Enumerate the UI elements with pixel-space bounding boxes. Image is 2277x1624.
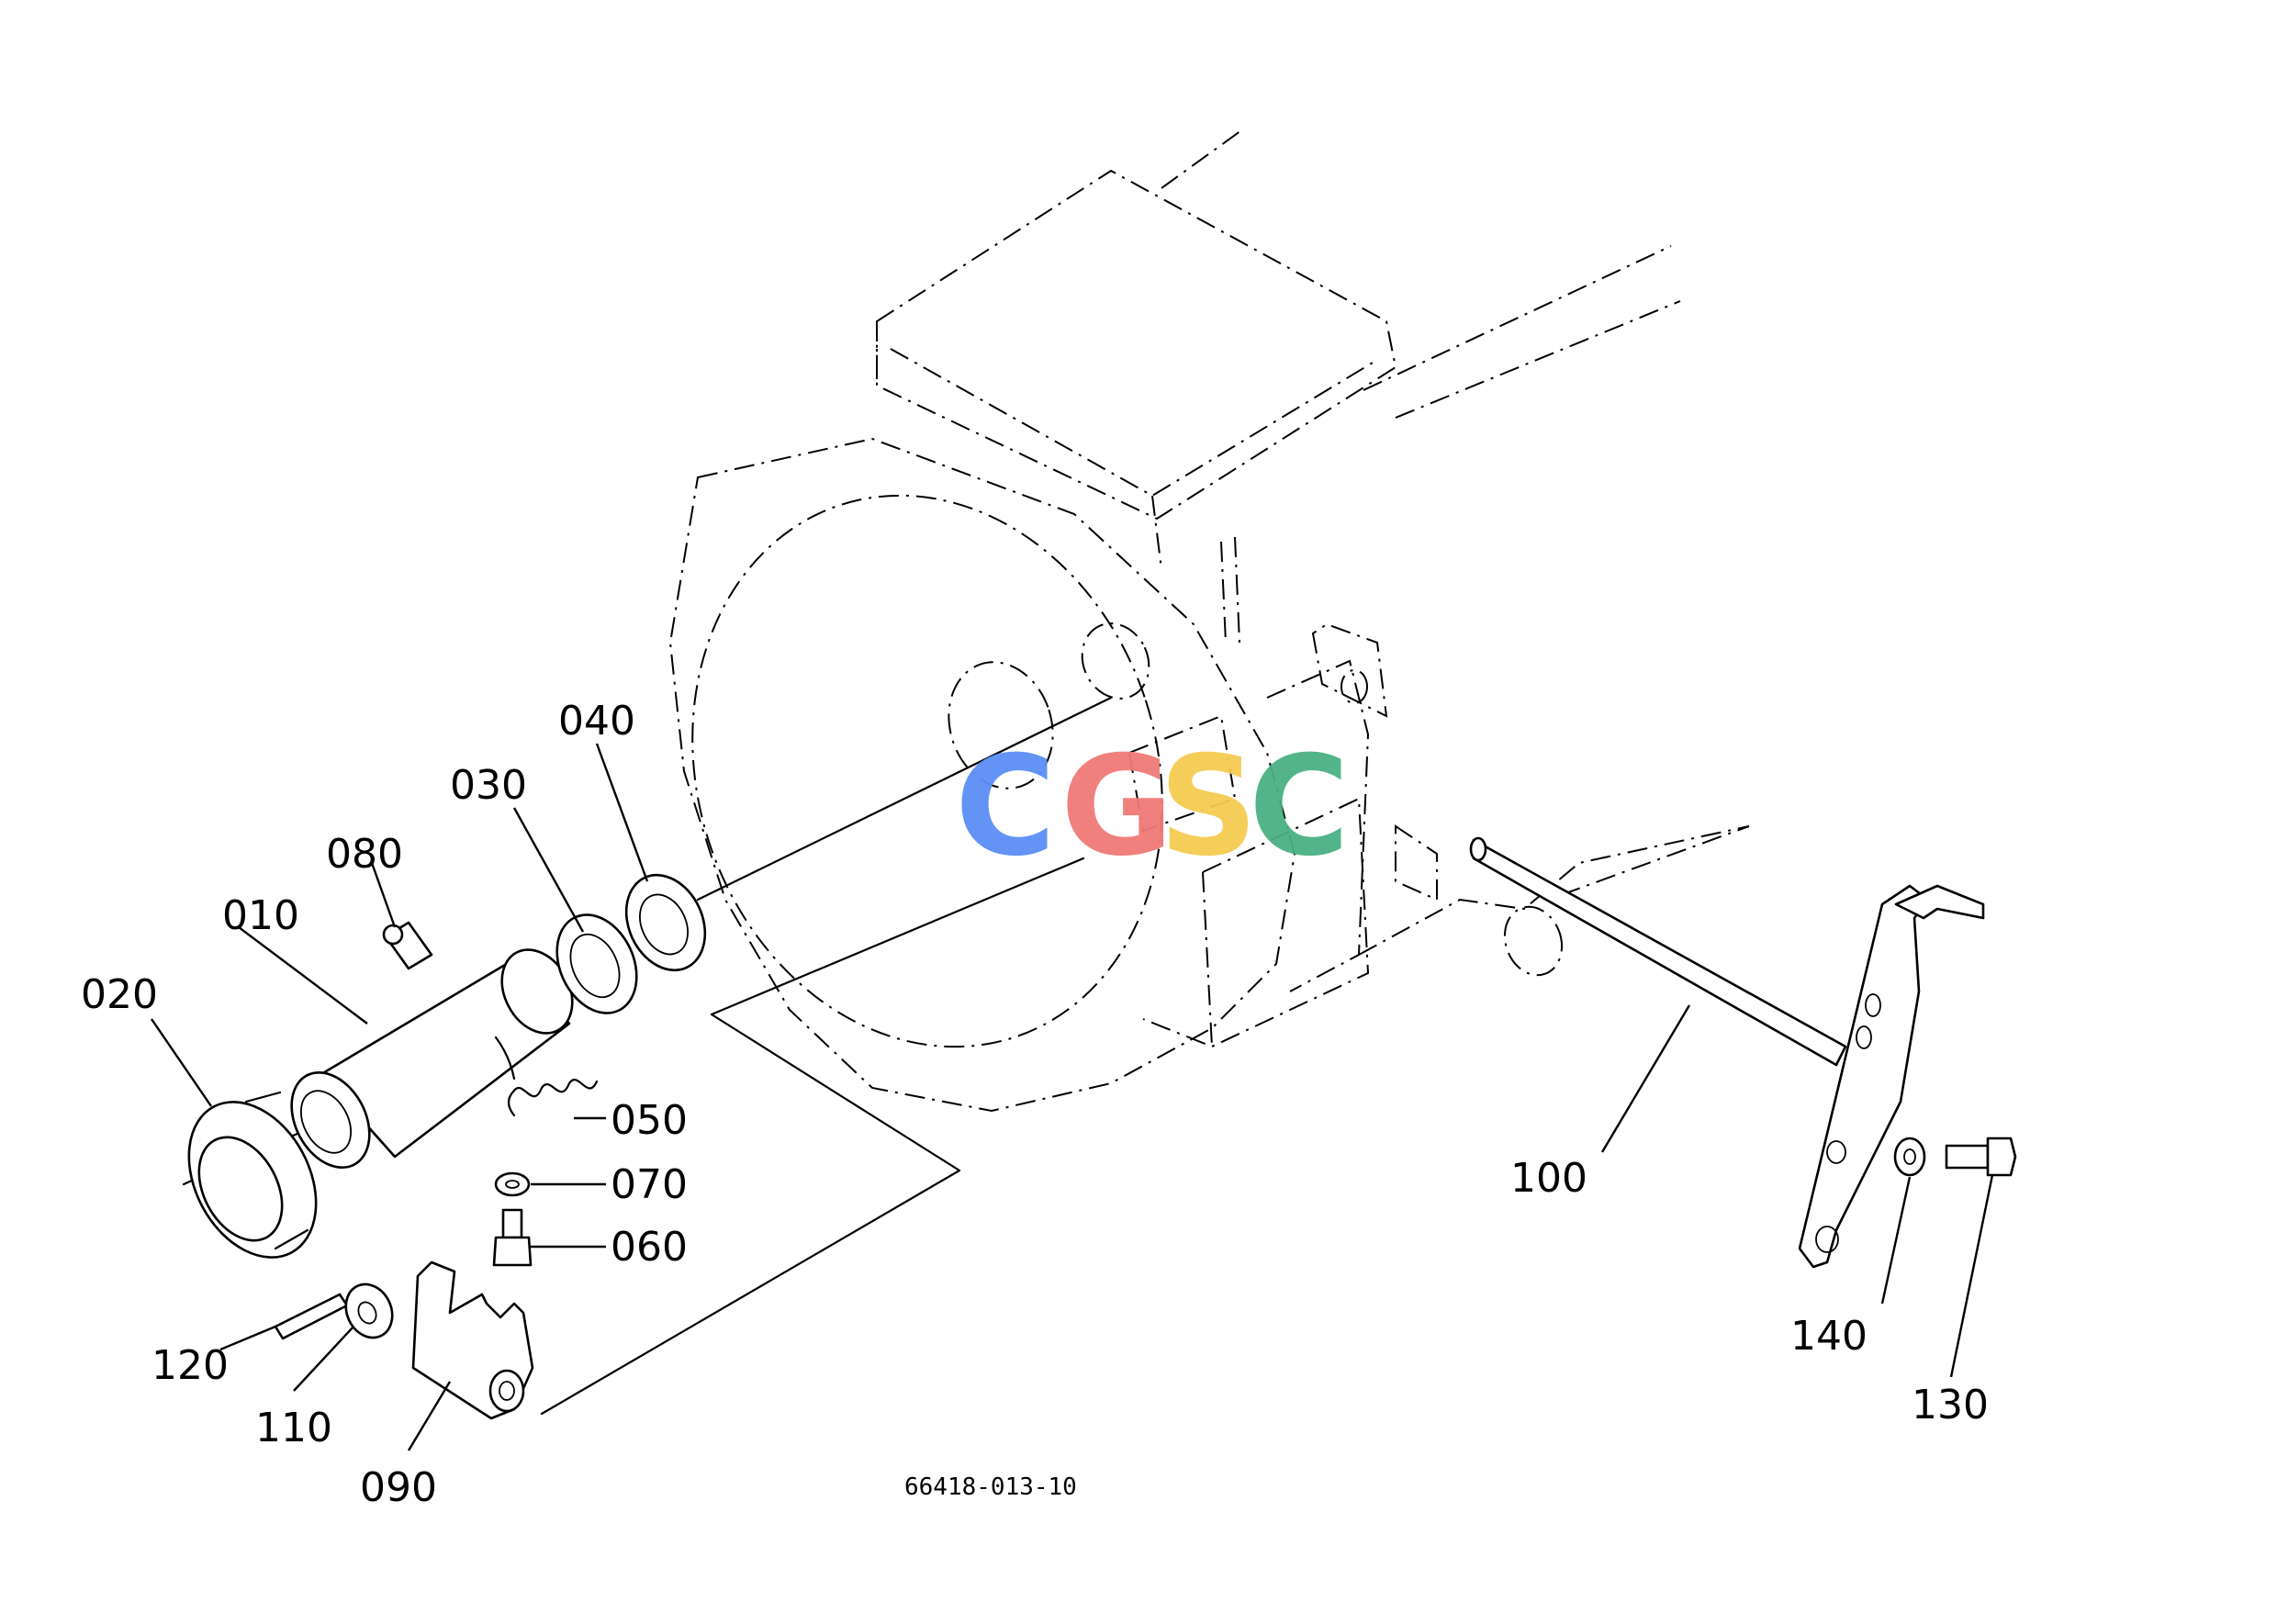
callout-100: 100 xyxy=(1510,1155,1587,1202)
callout-070: 070 xyxy=(611,1161,688,1208)
washer-070 xyxy=(494,1171,531,1197)
callout-110: 110 xyxy=(255,1405,332,1451)
callout-140: 140 xyxy=(1790,1313,1868,1360)
spring-050 xyxy=(507,1079,599,1117)
callout-labels: 010 020 030 040 050 060 070 080 090 100 … xyxy=(81,698,1989,1511)
callout-030: 030 xyxy=(450,762,527,809)
watermark-letter-c2: C xyxy=(1249,727,1350,887)
washer-140 xyxy=(1893,1137,1926,1177)
housing-outline xyxy=(540,128,1750,1416)
callout-080: 080 xyxy=(326,831,403,878)
watermark-letter-s: S xyxy=(1159,727,1258,887)
callout-060: 060 xyxy=(611,1224,688,1271)
callout-090: 090 xyxy=(360,1464,437,1511)
callout-120: 120 xyxy=(151,1342,229,1389)
clutch-shaft-100 xyxy=(1469,836,1985,1269)
bolt-060 xyxy=(492,1208,533,1267)
callout-040: 040 xyxy=(558,698,635,745)
release-sleeve-010 xyxy=(290,948,574,1170)
ring-040 xyxy=(624,873,707,972)
pin-120 xyxy=(274,1293,349,1340)
watermark-letter-g: G xyxy=(1060,727,1173,887)
watermark-letter-c1: C xyxy=(955,727,1056,887)
callout-010: 010 xyxy=(222,892,299,939)
figure-id: 66418-013-10 xyxy=(904,1473,1077,1501)
callout-020: 020 xyxy=(81,971,158,1018)
bolt-130 xyxy=(1945,1137,2017,1177)
grease-nipple-080 xyxy=(382,921,433,970)
release-bearing-020 xyxy=(187,1091,318,1259)
washer-110 xyxy=(344,1282,394,1339)
callout-050: 050 xyxy=(611,1097,688,1144)
leader-lines xyxy=(151,743,1994,1451)
release-fork-090 xyxy=(411,1260,534,1420)
watermark-logo: C G S C xyxy=(955,727,1350,887)
shaft-axis-line xyxy=(696,696,1113,902)
callout-130: 130 xyxy=(1912,1382,1989,1428)
